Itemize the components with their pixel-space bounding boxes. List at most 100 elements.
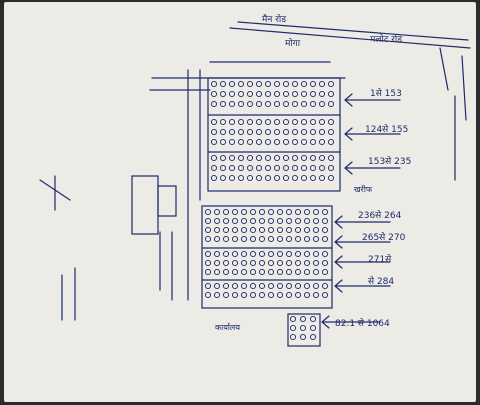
upper-block bbox=[207, 77, 341, 192]
plant-mark bbox=[231, 268, 239, 276]
plant-mark bbox=[228, 174, 236, 182]
plant-mark bbox=[276, 282, 284, 290]
plant-mark bbox=[282, 128, 290, 136]
plant-mark bbox=[222, 208, 230, 216]
plant-mark bbox=[219, 164, 227, 172]
plant-mark bbox=[222, 268, 230, 276]
plant-mark bbox=[309, 100, 317, 108]
plant-mark bbox=[228, 154, 236, 162]
plant-mark bbox=[273, 154, 281, 162]
plant-mark bbox=[213, 235, 221, 243]
plant-mark bbox=[318, 174, 326, 182]
plant-mark bbox=[258, 291, 266, 299]
plant-mark bbox=[294, 282, 302, 290]
plant-mark bbox=[237, 118, 245, 126]
plant-mark bbox=[249, 250, 257, 258]
plant-mark bbox=[213, 217, 221, 225]
plant-mark bbox=[231, 208, 239, 216]
plant-mark bbox=[264, 174, 272, 182]
plant-mark bbox=[309, 90, 317, 98]
plant-mark bbox=[240, 226, 248, 234]
plant-mark bbox=[285, 282, 293, 290]
plant-mark bbox=[213, 250, 221, 258]
plant-mark bbox=[219, 174, 227, 182]
plant-mark bbox=[299, 324, 307, 332]
plant-mark bbox=[228, 138, 236, 146]
plant-mark bbox=[210, 138, 218, 146]
plant-mark bbox=[249, 226, 257, 234]
plant-mark bbox=[204, 250, 212, 258]
plant-mark bbox=[273, 174, 281, 182]
plant-mark bbox=[312, 217, 320, 225]
plant-mark bbox=[246, 128, 254, 136]
plant-mark bbox=[222, 282, 230, 290]
plant-mark bbox=[204, 208, 212, 216]
plant-mark bbox=[237, 90, 245, 98]
plant-mark bbox=[219, 100, 227, 108]
plant-mark bbox=[309, 333, 317, 341]
plant-mark bbox=[267, 282, 275, 290]
plant-mark bbox=[246, 164, 254, 172]
plant-mark bbox=[294, 217, 302, 225]
plant-mark bbox=[204, 259, 212, 267]
plant-mark bbox=[294, 208, 302, 216]
plant-mark bbox=[321, 235, 329, 243]
plant-mark bbox=[267, 250, 275, 258]
plant-mark bbox=[237, 128, 245, 136]
plant-mark bbox=[210, 154, 218, 162]
plant-mark bbox=[264, 128, 272, 136]
bottom-label: कार्यालय bbox=[215, 322, 240, 332]
top-road-label: मैन रोड bbox=[262, 13, 286, 25]
plant-mark bbox=[246, 80, 254, 88]
plant-mark bbox=[264, 138, 272, 146]
lower-block bbox=[201, 205, 333, 309]
plant-mark bbox=[285, 226, 293, 234]
plant-mark bbox=[204, 282, 212, 290]
plant-mark bbox=[327, 80, 335, 88]
plant-mark bbox=[204, 217, 212, 225]
plant-mark bbox=[309, 174, 317, 182]
plant-mark bbox=[289, 333, 297, 341]
plant-mark bbox=[309, 80, 317, 88]
plant-mark bbox=[327, 154, 335, 162]
plant-mark bbox=[273, 100, 281, 108]
plant-mark bbox=[318, 90, 326, 98]
plant-mark bbox=[318, 100, 326, 108]
plant-mark bbox=[237, 100, 245, 108]
plant-mark bbox=[300, 164, 308, 172]
plant-mark bbox=[222, 226, 230, 234]
plant-mark bbox=[264, 154, 272, 162]
plant-mark bbox=[327, 100, 335, 108]
plant-mark bbox=[258, 235, 266, 243]
plant-mark bbox=[231, 235, 239, 243]
plant-mark bbox=[312, 291, 320, 299]
plant-mark bbox=[303, 217, 311, 225]
plant-mark bbox=[300, 100, 308, 108]
plant-mark bbox=[258, 217, 266, 225]
plant-mark bbox=[318, 80, 326, 88]
bottom-row-label: 82.1 से 1064 bbox=[335, 317, 390, 329]
plant-mark bbox=[309, 128, 317, 136]
plant-mark bbox=[237, 154, 245, 162]
plant-mark bbox=[222, 217, 230, 225]
plant-mark bbox=[264, 80, 272, 88]
plant-mark bbox=[273, 80, 281, 88]
plant-mark bbox=[327, 128, 335, 136]
plant-mark bbox=[210, 164, 218, 172]
plant-mark bbox=[276, 268, 284, 276]
plant-mark bbox=[255, 154, 263, 162]
plant-mark bbox=[285, 235, 293, 243]
plant-mark bbox=[228, 90, 236, 98]
plant-mark bbox=[258, 259, 266, 267]
plant-mark bbox=[258, 226, 266, 234]
plant-mark bbox=[321, 208, 329, 216]
plant-mark bbox=[299, 315, 307, 323]
plant-mark bbox=[210, 90, 218, 98]
plant-mark bbox=[264, 100, 272, 108]
plant-mark bbox=[267, 226, 275, 234]
plant-mark bbox=[219, 128, 227, 136]
plant-mark bbox=[219, 154, 227, 162]
plant-mark bbox=[327, 138, 335, 146]
plant-mark bbox=[285, 208, 293, 216]
plant-mark bbox=[219, 118, 227, 126]
